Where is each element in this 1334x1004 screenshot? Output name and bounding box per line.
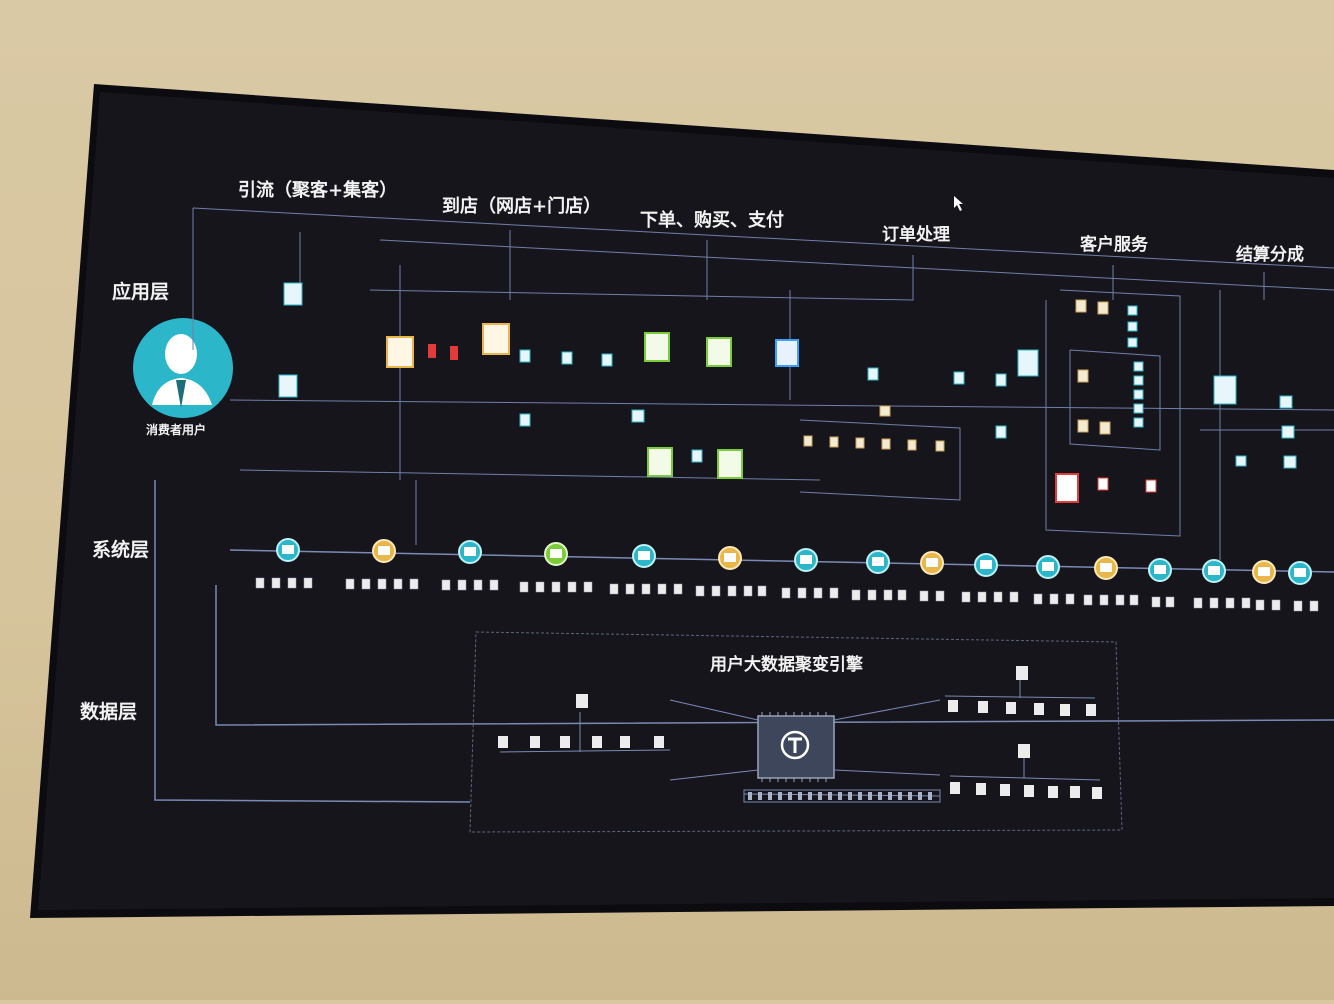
- system-node-16[interactable]: [1288, 561, 1312, 585]
- cluster-frames: [799, 289, 1181, 537]
- engine-left-modules: [498, 694, 664, 748]
- engine-panel: [469, 631, 1123, 833]
- system-node-4[interactable]: [544, 542, 568, 566]
- red-tag-icon-2: [450, 346, 458, 360]
- app-layer-wiring: [192, 207, 1334, 560]
- qr-order-icon[interactable]: [644, 332, 670, 362]
- consumer-avatar[interactable]: [133, 318, 233, 418]
- system-node-15[interactable]: [1252, 560, 1276, 584]
- system-node-14[interactable]: [1202, 559, 1226, 583]
- system-node-3[interactable]: [458, 540, 482, 564]
- system-node-8[interactable]: [866, 550, 890, 574]
- order-device-icon: [1017, 349, 1039, 377]
- small-blue-boxes: [519, 349, 1297, 469]
- process-boxes: [803, 299, 1111, 452]
- system-node-10[interactable]: [974, 553, 998, 577]
- engine-logo-icon: [780, 730, 810, 760]
- system-node-6[interactable]: [718, 546, 742, 570]
- offline-pay-icon[interactable]: [706, 337, 732, 367]
- stage-label-service: 客户服务: [1079, 234, 1149, 255]
- system-submodules: [255, 577, 1319, 612]
- engine-title: 用户大数据聚变引擎: [710, 654, 864, 675]
- system-node-1[interactable]: [276, 538, 300, 562]
- red-tag-icon-1: [428, 344, 436, 358]
- online-order-icon[interactable]: [647, 447, 673, 477]
- engine-wiring: [499, 670, 1101, 797]
- offline-shop-icon[interactable]: [482, 323, 510, 355]
- stage-label-traffic: 引流（聚客+集客）: [238, 179, 397, 201]
- layer-label-system: 系统层: [92, 538, 149, 561]
- app-layer-nodes: [278, 282, 1237, 503]
- layer-label-data: 数据层: [80, 700, 137, 723]
- system-node-2[interactable]: [372, 539, 396, 563]
- system-node-5[interactable]: [632, 544, 656, 568]
- offline-store-icon[interactable]: [278, 374, 298, 398]
- engine-bus-strip: [743, 789, 941, 803]
- system-node-12[interactable]: [1094, 556, 1118, 580]
- system-node-9[interactable]: [920, 551, 944, 575]
- system-node-13[interactable]: [1148, 558, 1172, 582]
- online-settle-icon[interactable]: [717, 449, 743, 479]
- service-red-small-2: [1145, 479, 1157, 493]
- online-channel-icon[interactable]: [283, 282, 303, 306]
- mouse-cursor-icon: [954, 196, 963, 211]
- stage-label-processing: 订单处理: [882, 224, 950, 245]
- service-red-icon[interactable]: [1055, 473, 1079, 503]
- system-node-7[interactable]: [794, 548, 818, 572]
- service-green-boxes: [1127, 305, 1144, 428]
- stage-label-store: 到店（网店+门店）: [442, 195, 601, 217]
- service-red-small-1: [1097, 477, 1109, 491]
- engine-right-modules: [948, 666, 1102, 799]
- online-pay-icon[interactable]: [775, 339, 799, 367]
- stage-label-order: 下单、购买、支付: [640, 209, 784, 231]
- online-mall-icon[interactable]: [386, 336, 414, 368]
- stage-label-settlement: 结算分成: [1236, 244, 1304, 265]
- system-node-11[interactable]: [1036, 555, 1060, 579]
- settlement-icon[interactable]: [1213, 375, 1237, 405]
- layer-label-app: 应用层: [112, 280, 169, 303]
- consumer-label: 消费者用户: [146, 422, 206, 437]
